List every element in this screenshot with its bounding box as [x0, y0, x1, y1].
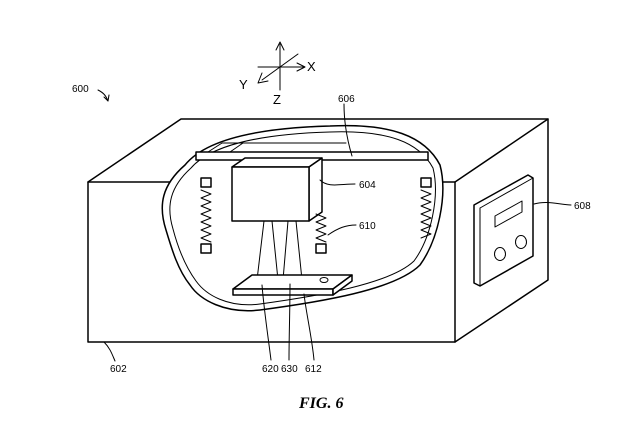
ref-606: 606 — [338, 94, 355, 105]
axis-label-y: Y — [239, 77, 248, 92]
ref-620: 620 — [262, 364, 279, 375]
spring-left — [200, 177, 212, 254]
camera-block — [231, 157, 323, 222]
control-panel — [473, 174, 534, 287]
panel-knob-right — [515, 235, 527, 249]
panel-knob-left — [494, 247, 506, 261]
spring-middle — [315, 213, 327, 254]
panel-display — [494, 200, 523, 228]
ref-630: 630 — [281, 364, 298, 375]
axis-label-z: Z — [273, 92, 281, 107]
ref-608: 608 — [574, 201, 591, 212]
ref-610: 610 — [359, 221, 376, 232]
spring-right — [420, 177, 432, 239]
ref-600: 600 — [72, 84, 89, 95]
figure-caption: FIG. 6 — [298, 395, 343, 412]
axis-label-x: X — [307, 59, 316, 74]
axes-indicator: X Y Z — [239, 41, 316, 107]
ref-602: 602 — [110, 364, 127, 375]
reference-numerals: 600 602 604 606 608 610 612 620 630 — [72, 84, 591, 375]
ref-612: 612 — [305, 364, 322, 375]
leader-lines — [97, 89, 572, 362]
ref-604: 604 — [359, 180, 376, 191]
sample-stage — [232, 274, 353, 296]
